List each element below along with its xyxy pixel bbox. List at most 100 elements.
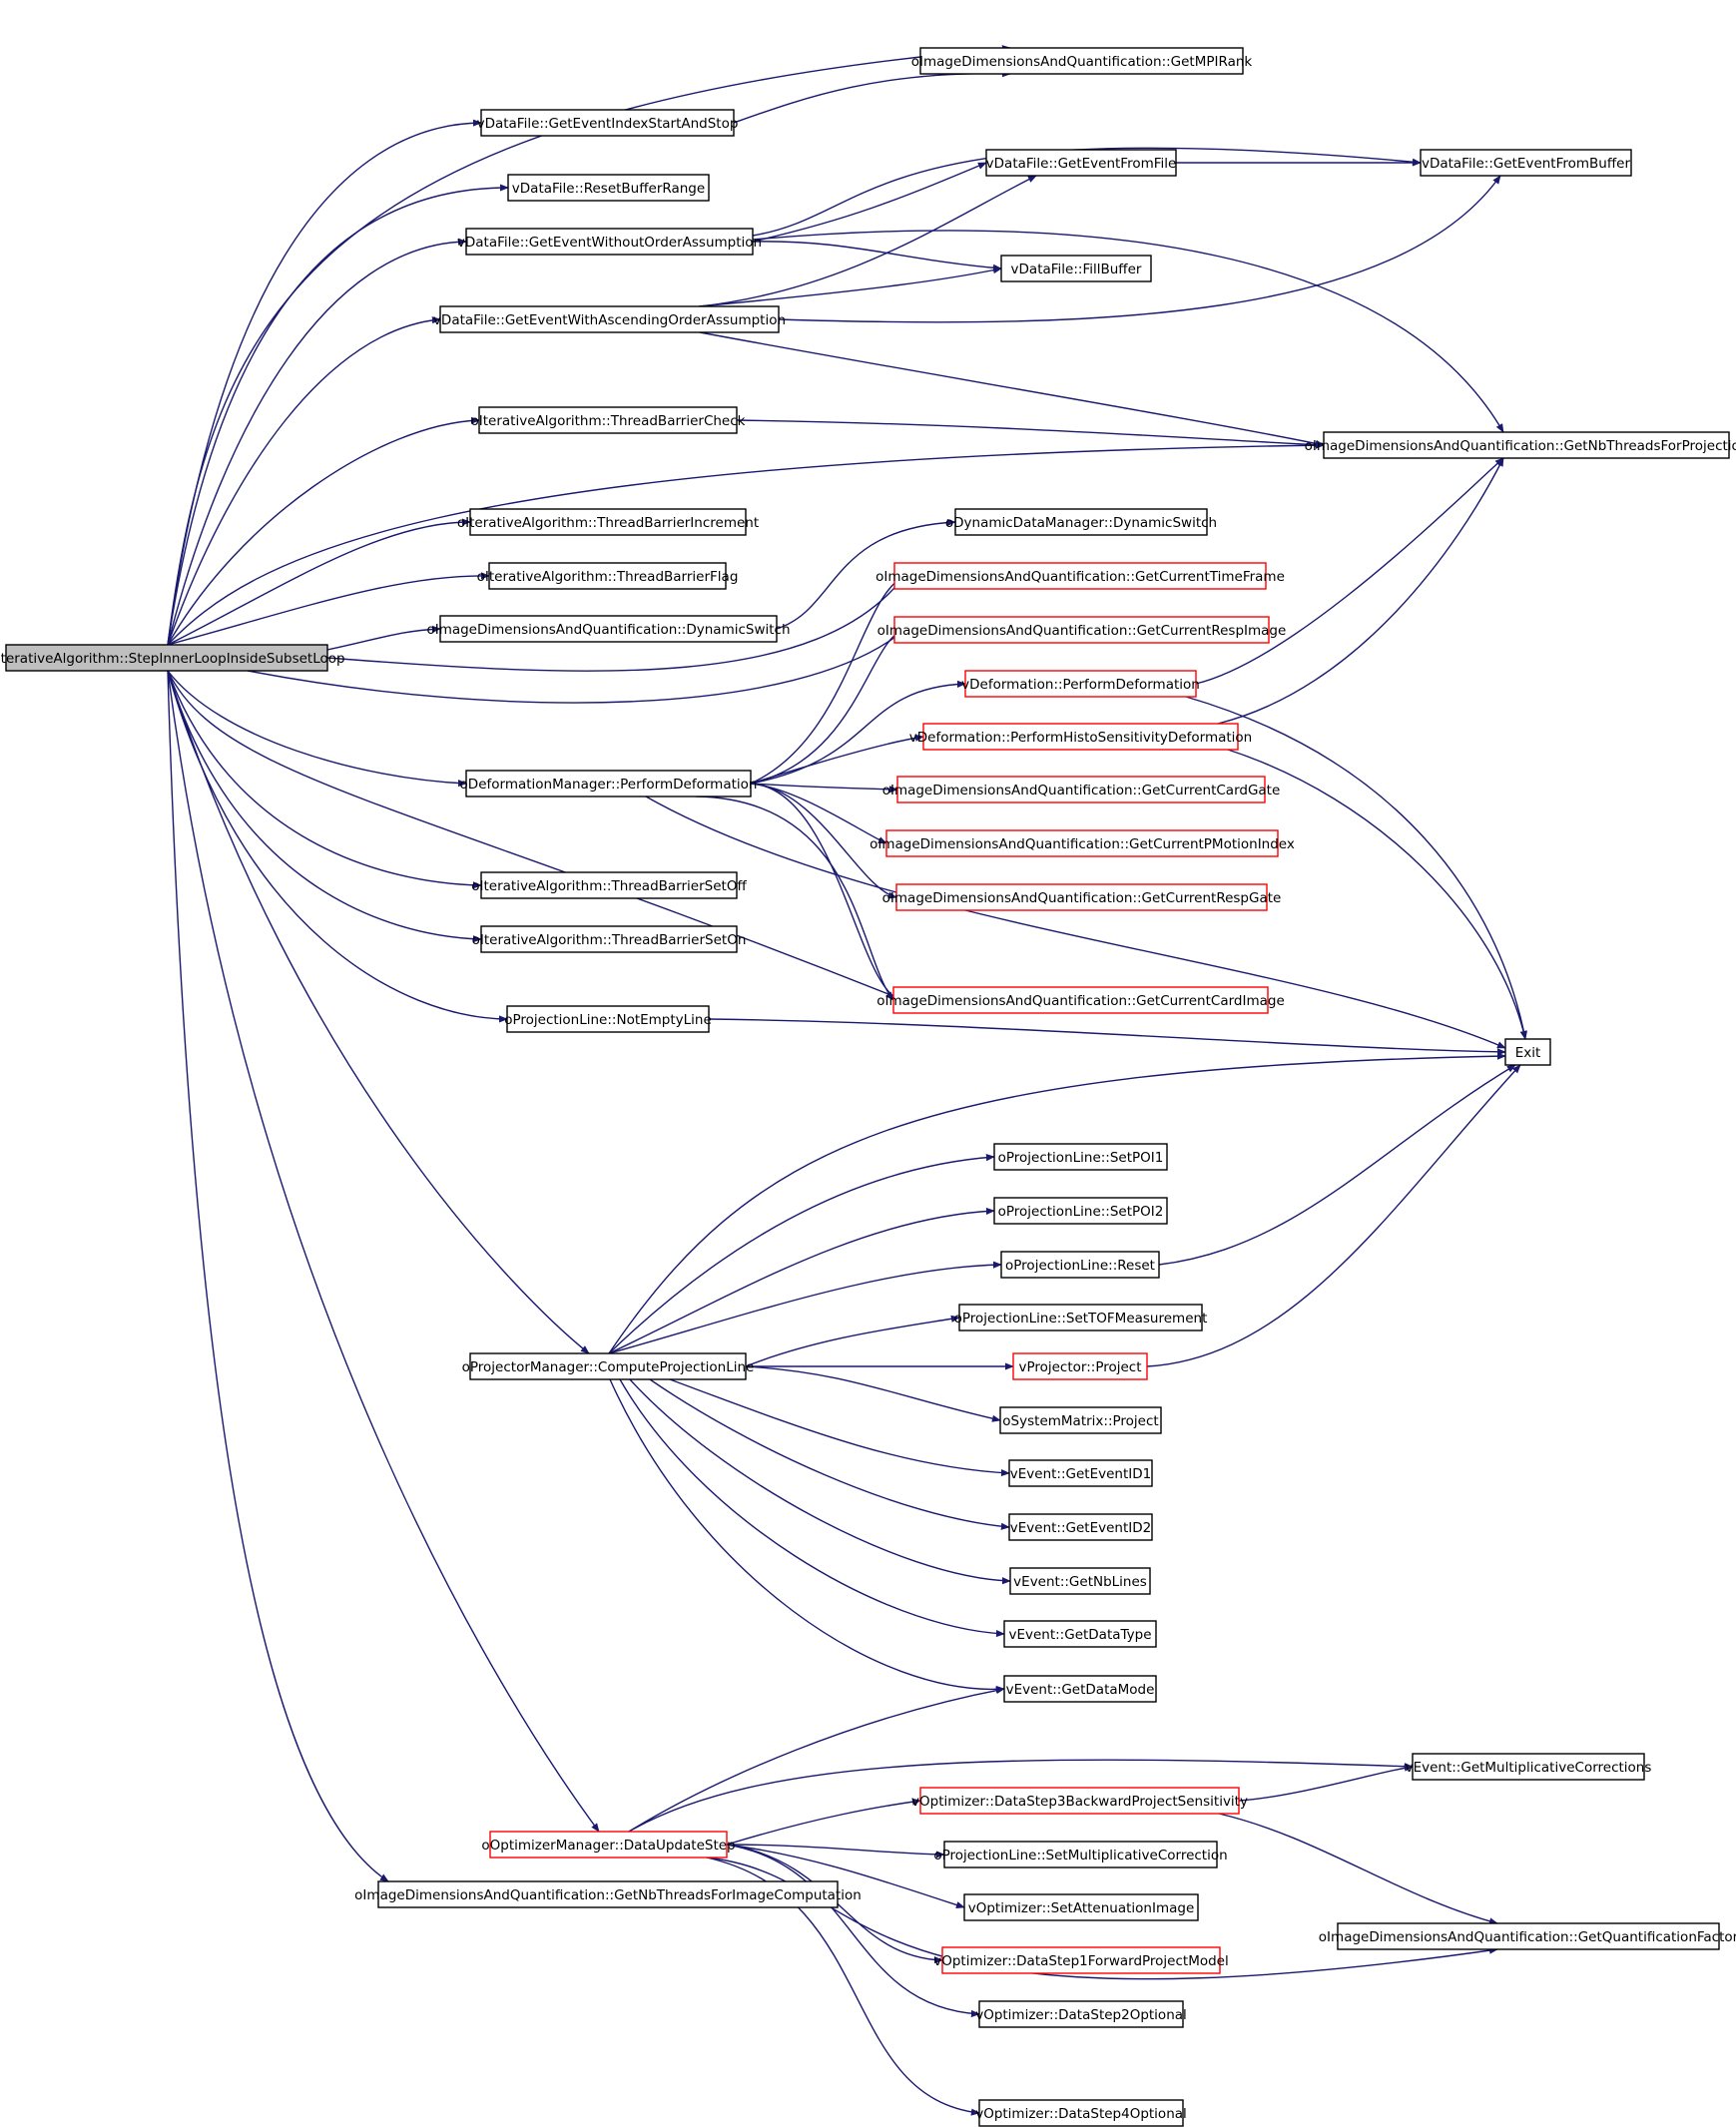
node-label: oImageDimensionsAndQuantification::GetNb… — [1305, 438, 1736, 454]
node-box — [919, 1787, 1240, 1815]
node-box — [1323, 431, 1730, 459]
graph-node-datatype[interactable]: vEvent::GetDataType — [1003, 1620, 1157, 1648]
node-label: oOptimizerManager::DataUpdateStep — [481, 1838, 735, 1854]
graph-node-vdefhisto[interactable]: vDeformation::PerformHistoSensitivityDef… — [909, 723, 1252, 751]
call-edge — [608, 1207, 995, 1354]
graph-node-tbflag[interactable]: oIterativeAlgorithm::ThreadBarrierFlag — [477, 562, 739, 590]
node-label: oImageDimensionsAndQuantification::GetNb… — [354, 1887, 862, 1903]
node-label: vEvent::GetMultiplicativeCorrections — [1406, 1760, 1652, 1776]
node-label: vEvent::GetEventID2 — [1010, 1520, 1151, 1536]
graph-node-computepl[interactable]: oProjectorManager::ComputeProjectionLine — [462, 1352, 755, 1380]
node-box — [892, 986, 1269, 1014]
call-edge — [1158, 1064, 1516, 1266]
call-edge — [167, 670, 482, 889]
graph-node-evwithout[interactable]: vDataFile::GetEventWithoutOrderAssumptio… — [457, 228, 762, 256]
graph-node-vdefperform[interactable]: vDeformation::PerformDeformation — [961, 670, 1200, 698]
node-box — [954, 508, 1208, 536]
node-label: oImageDimensionsAndQuantification::GetMP… — [911, 54, 1253, 70]
graph-node-root[interactable]: oIterativeAlgorithm::StepInnerLoopInside… — [0, 644, 345, 672]
graph-node-nbthreadsproj[interactable]: oImageDimensionsAndQuantification::GetNb… — [1305, 431, 1736, 459]
graph-node-vproject[interactable]: vProjector::Project — [1012, 1352, 1148, 1380]
graph-node-notempty[interactable]: oProjectionLine::NotEmptyLine — [504, 1005, 712, 1033]
call-edge — [609, 1378, 1005, 1694]
graph-node-tbsetoff[interactable]: oIterativeAlgorithm::ThreadBarrierSetOff — [471, 871, 747, 899]
node-label: oProjectionLine::NotEmptyLine — [504, 1012, 712, 1028]
graph-node-evid1[interactable]: vEvent::GetEventID1 — [1008, 1459, 1153, 1487]
graph-node-odefperform[interactable]: oDeformationManager::PerformDeformation — [460, 770, 758, 798]
graph-node-exit[interactable]: Exit — [1504, 1038, 1551, 1066]
call-edge — [167, 518, 471, 646]
node-label: vEvent::GetEventID1 — [1010, 1466, 1151, 1482]
node-box — [439, 615, 778, 643]
graph-node-quantfactor[interactable]: oImageDimensionsAndQuantification::GetQu… — [1319, 1922, 1736, 1950]
node-box — [1337, 1922, 1720, 1950]
node-box — [465, 228, 754, 256]
graph-node-evstartstop[interactable]: vDataFile::GetEventIndexStartAndStop — [477, 109, 739, 137]
graph-node-settof[interactable]: oProjectionLine::SetTOFMeasurement — [954, 1304, 1208, 1331]
graph-node-fillbuf[interactable]: vDataFile::FillBuffer — [1000, 255, 1152, 282]
graph-node-curcardimage[interactable]: oImageDimensionsAndQuantification::GetCu… — [876, 986, 1285, 1014]
graph-node-curcardgate[interactable]: oImageDimensionsAndQuantification::GetCu… — [882, 776, 1281, 803]
graph-node-datamode[interactable]: vEvent::GetDataMode — [1003, 1675, 1157, 1703]
graph-node-idqswitch[interactable]: oImageDimensionsAndQuantification::Dynam… — [426, 615, 791, 643]
call-edge — [752, 162, 987, 243]
graph-node-setpoi1[interactable]: oProjectionLine::SetPOI1 — [993, 1143, 1168, 1171]
call-edge — [1218, 1813, 1498, 1925]
graph-node-curtimeframe[interactable]: oImageDimensionsAndQuantification::GetCu… — [875, 562, 1285, 590]
call-edge — [167, 184, 509, 646]
node-box — [922, 723, 1239, 751]
graph-node-sysproject[interactable]: oSystemMatrix::Project — [999, 1406, 1162, 1434]
node-label: oIterativeAlgorithm::ThreadBarrierCheck — [471, 413, 746, 429]
node-label: vOptimizer::DataStep2Optional — [975, 2007, 1187, 2023]
graph-node-plreset[interactable]: oProjectionLine::Reset — [1000, 1251, 1160, 1279]
node-label: oSystemMatrix::Project — [1002, 1413, 1158, 1429]
graph-node-dataupdate[interactable]: oOptimizerManager::DataUpdateStep — [481, 1831, 736, 1859]
graph-node-evasc[interactable]: vDataFile::GetEventWithAscendingOrderAss… — [433, 305, 786, 333]
node-label: vEvent::GetDataType — [1008, 1627, 1151, 1643]
graph-node-evfrombuf[interactable]: vDataFile::GetEventFromBuffer — [1420, 149, 1632, 177]
node-label: vDataFile::FillBuffer — [1011, 262, 1142, 277]
call-edge — [752, 241, 1002, 271]
graph-node-mpirank[interactable]: oImageDimensionsAndQuantification::GetMP… — [911, 47, 1253, 75]
graph-node-tbcheck[interactable]: oIterativeAlgorithm::ThreadBarrierCheck — [471, 406, 746, 434]
node-box — [1009, 1567, 1151, 1595]
call-edge — [669, 1378, 1010, 1477]
graph-node-setmult[interactable]: oProjectionLine::SetMultiplicativeCorrec… — [933, 1841, 1228, 1868]
node-box — [1008, 1513, 1153, 1541]
graph-node-tbinc[interactable]: oIterativeAlgorithm::ThreadBarrierIncrem… — [457, 508, 759, 536]
call-edge — [1195, 457, 1504, 685]
graph-node-resetbuf[interactable]: vDataFile::ResetBufferRange — [507, 174, 710, 202]
node-box — [5, 644, 328, 672]
node-label: oProjectorManager::ComputeProjectionLine — [462, 1359, 755, 1375]
node-box — [1412, 1753, 1645, 1781]
graph-node-evid2[interactable]: vEvent::GetEventID2 — [1008, 1513, 1153, 1541]
call-edge — [167, 441, 1325, 646]
graph-node-multcorr[interactable]: vEvent::GetMultiplicativeCorrections — [1406, 1753, 1652, 1781]
node-label: vDataFile::GetEventFromBuffer — [1422, 156, 1631, 172]
node-label: oProjectionLine::SetMultiplicativeCorrec… — [933, 1848, 1227, 1863]
graph-node-setpoi2[interactable]: oProjectionLine::SetPOI2 — [993, 1197, 1168, 1225]
node-box — [506, 1005, 710, 1033]
node-label: oIterativeAlgorithm::ThreadBarrierIncrem… — [457, 515, 759, 531]
graph-node-nbthreadsimg[interactable]: oImageDimensionsAndQuantification::GetNb… — [354, 1880, 862, 1908]
graph-node-nblines[interactable]: vEvent::GetNbLines — [1009, 1567, 1151, 1595]
graph-node-ds2[interactable]: vOptimizer::DataStep2Optional — [975, 2000, 1187, 2028]
nodes-layer: oIterativeAlgorithm::StepInnerLoopInside… — [0, 47, 1736, 2127]
graph-node-ddmswitch[interactable]: oDynamicDataManager::DynamicSwitch — [945, 508, 1217, 536]
graph-node-ds3[interactable]: vOptimizer::DataStep3BackwardProjectSens… — [911, 1787, 1248, 1815]
node-box — [963, 1893, 1199, 1921]
node-label: oIterativeAlgorithm::StepInnerLoopInside… — [0, 651, 345, 667]
graph-node-curresp-gate[interactable]: oImageDimensionsAndQuantification::GetCu… — [882, 883, 1282, 911]
graph-node-tbseton[interactable]: oIterativeAlgorithm::ThreadBarrierSetOn — [472, 925, 747, 953]
graph-node-evfromfile[interactable]: vDataFile::GetEventFromFile — [985, 149, 1177, 177]
graph-node-currespimage[interactable]: oImageDimensionsAndQuantification::GetCu… — [877, 616, 1287, 644]
call-edge — [608, 1154, 995, 1354]
graph-node-setatten[interactable]: vOptimizer::SetAttenuationImage — [963, 1893, 1199, 1921]
call-edge — [649, 1378, 1010, 1530]
graph-node-ds1[interactable]: vOptimizer::DataStep1ForwardProjectModel — [933, 1946, 1229, 1974]
graph-node-ds4[interactable]: vOptimizer::DataStep4Optional — [975, 2099, 1187, 2127]
node-label: oImageDimensionsAndQuantification::GetQu… — [1319, 1929, 1736, 1945]
graph-node-curpmotion[interactable]: oImageDimensionsAndQuantification::GetCu… — [869, 829, 1295, 857]
node-label: oProjectionLine::SetPOI1 — [998, 1150, 1164, 1166]
